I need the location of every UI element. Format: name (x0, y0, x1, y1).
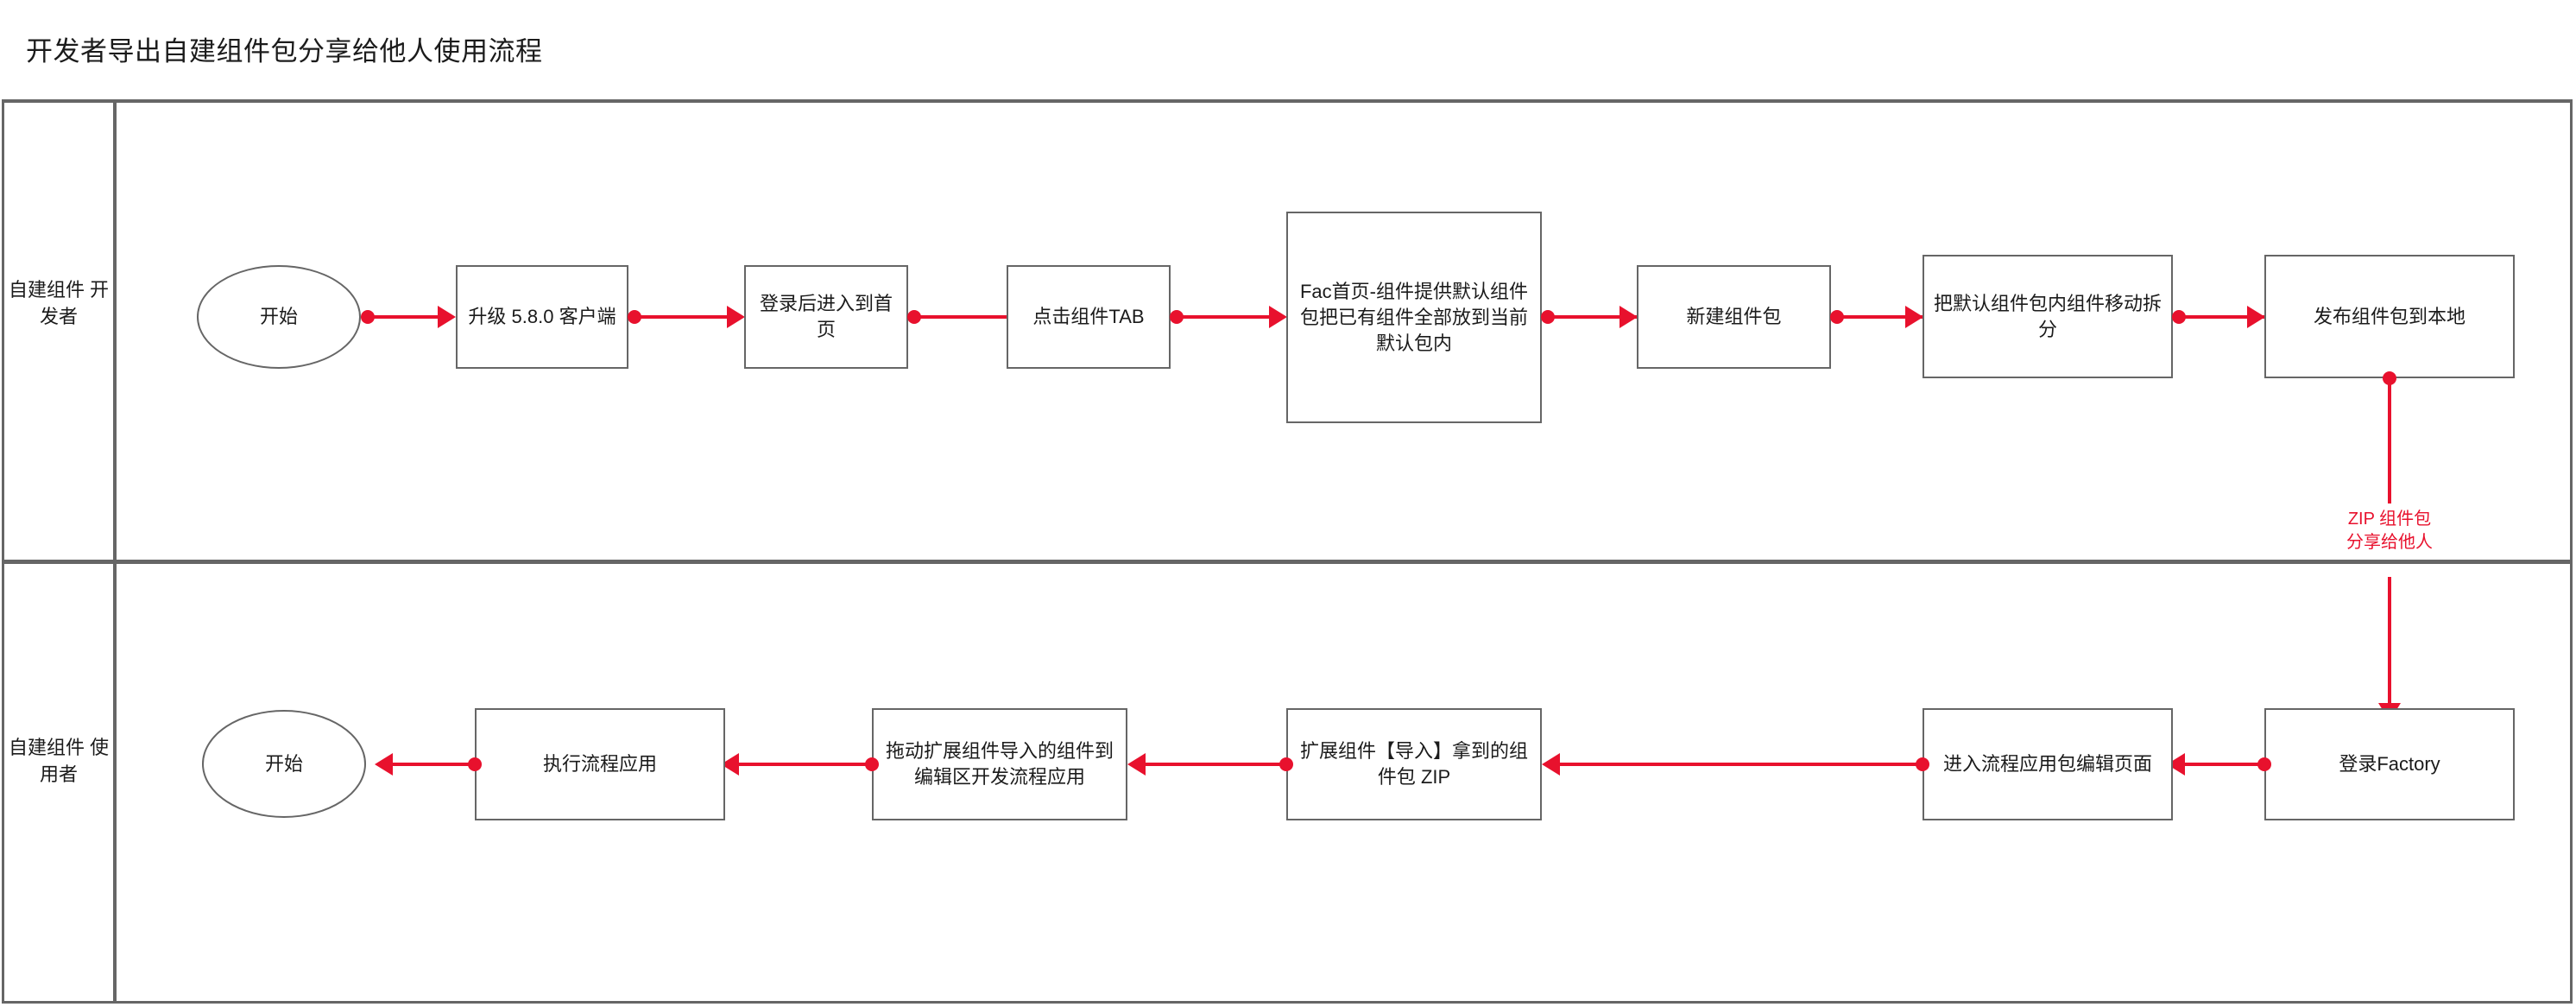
edge-source-dot-12 (865, 757, 879, 771)
node-use-run[interactable]: 执行流程应用 (475, 708, 725, 820)
node-use-drag[interactable]: 拖动扩展组件导入的组件到编辑区开发流程应用 (872, 708, 1127, 820)
arrow-head-5 (1619, 306, 1638, 328)
edge-run-to-start (388, 763, 471, 766)
arrow-head-7 (2247, 306, 2265, 328)
arrow-head-10 (1542, 753, 1560, 776)
edge-newpack-to-split (1837, 315, 1923, 319)
edge-source-dot-13 (468, 757, 482, 771)
edge-editpage-to-importzip (1554, 763, 1919, 766)
edge-split-to-publish (2179, 315, 2265, 319)
arrow-head-1 (438, 306, 456, 328)
arrow-head-11 (1127, 753, 1146, 776)
edge-source-dot-10 (1916, 757, 1929, 771)
node-use-login-factory[interactable]: 登录Factory (2264, 708, 2515, 820)
edge-source-dot-9 (2257, 757, 2271, 771)
node-dev-publish[interactable]: 发布组件包到本地 (2264, 255, 2515, 378)
arrow-head-6 (1905, 306, 1923, 328)
node-dev-start[interactable]: 开始 (197, 265, 361, 369)
node-use-import-zip[interactable]: 扩展组件【导入】拿到的组件包 ZIP (1286, 708, 1542, 820)
node-use-edit-page[interactable]: 进入流程应用包编辑页面 (1923, 708, 2173, 820)
node-use-start[interactable]: 开始 (202, 710, 366, 818)
edge-tab-to-defaultpack (1177, 315, 1280, 319)
edge-zip-to-factory-lower (2388, 577, 2391, 705)
arrow-head-13 (375, 753, 393, 776)
node-dev-click-tab[interactable]: 点击组件TAB (1007, 265, 1171, 369)
edge-upgrade-to-login (635, 315, 731, 319)
node-dev-new-pack[interactable]: 新建组件包 (1637, 265, 1831, 369)
lane-divider-horizontal (2, 560, 2573, 564)
edge-dev-start-to-upgrade (368, 315, 442, 319)
lane-label-developer: 自建组件 开发者 (8, 279, 110, 327)
lane-divider-vertical (113, 103, 117, 1003)
edge-publish-to-zip-upper (2388, 378, 2391, 504)
arrow-head-4 (1269, 306, 1287, 328)
lane-label-consumer: 自建组件 使用者 (8, 737, 110, 785)
arrow-head-12 (721, 753, 739, 776)
node-dev-upgrade[interactable]: 升级 5.8.0 客户端 (456, 265, 628, 369)
edge-defaultpack-to-newpack (1548, 315, 1641, 319)
edge-source-dot-11 (1279, 757, 1293, 771)
page-title: 开发者导出自建组件包分享给他人使用流程 (26, 36, 543, 66)
edge-importzip-to-drag (1140, 763, 1283, 766)
diagram-header-band (2, 2, 2573, 103)
node-dev-login-home[interactable]: 登录后进入到首页 (744, 265, 908, 369)
edge-login-to-tab (914, 315, 1011, 319)
edge-factory-to-editpage (2181, 763, 2261, 766)
arrow-head-2 (727, 306, 745, 328)
edge-label-zip-share: ZIP 组件包 分享给他人 (2346, 510, 2433, 552)
edge-drag-to-run (733, 763, 868, 766)
node-dev-default-pack[interactable]: Fac首页-组件提供默认组件包把已有组件全部放到当前默认包内 (1286, 212, 1542, 423)
node-dev-split[interactable]: 把默认组件包内组件移动拆分 (1923, 255, 2173, 378)
